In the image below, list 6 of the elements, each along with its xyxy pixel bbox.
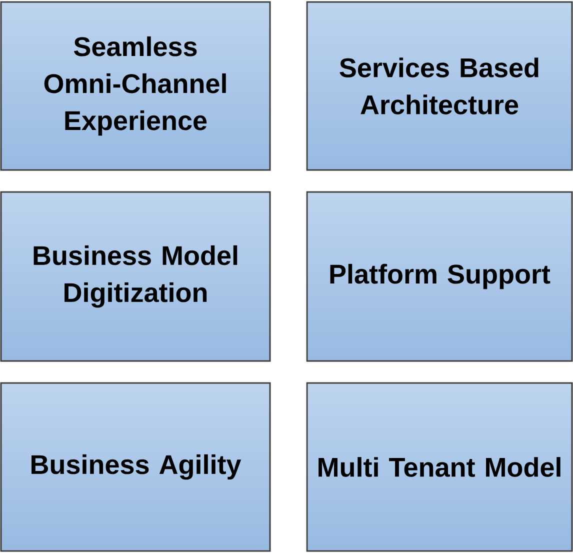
text-box: Business Model Digitization — [0, 191, 271, 362]
text-box: Business Agility — [0, 382, 271, 552]
text-box: Platform Support — [306, 191, 573, 362]
text-box: Seamless Omni-Channel Experience — [0, 1, 271, 171]
text-box: Multi Tenant Model — [306, 382, 573, 552]
text-box: Services Based Architecture — [306, 1, 573, 171]
